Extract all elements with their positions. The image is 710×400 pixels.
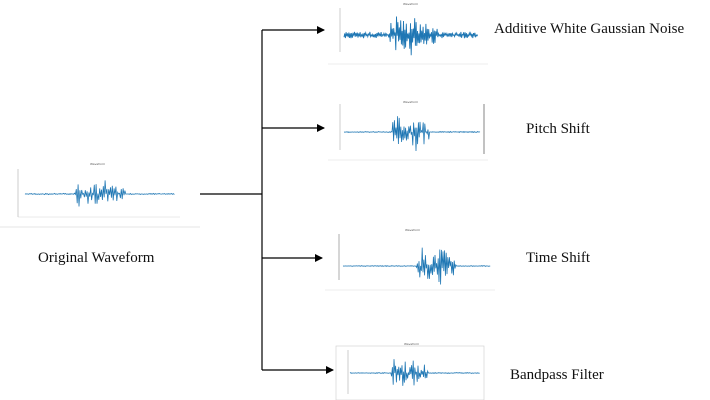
pitch-shift-label: Pitch Shift bbox=[526, 121, 590, 137]
time-plot-title: Waveform bbox=[405, 228, 420, 232]
original-waveform-line bbox=[24, 180, 175, 207]
awgn-plot-title: Waveform bbox=[403, 2, 418, 6]
awgn-waveform-line bbox=[343, 16, 479, 56]
awgn-waveform-plot: Waveform bbox=[328, 2, 488, 65]
bandpass-waveform-plot: Waveform bbox=[335, 342, 485, 400]
connector-lines bbox=[200, 26, 334, 374]
pitch-waveform-line bbox=[343, 116, 481, 152]
time-waveform-plot: Waveform bbox=[325, 228, 495, 291]
original-plot-title: Waveform bbox=[90, 162, 105, 166]
original-waveform-plot: Waveform bbox=[0, 162, 200, 228]
bandpass-plot-frame bbox=[335, 345, 485, 400]
pitch-plot-title: Waveform bbox=[403, 100, 418, 104]
bandpass-waveform-line bbox=[349, 359, 480, 386]
time-waveform-line bbox=[342, 247, 491, 285]
pitch-waveform-plot: Waveform bbox=[328, 100, 488, 161]
original-waveform-label: Original Waveform bbox=[38, 250, 155, 266]
bandpass-plot-title: Waveform bbox=[404, 342, 419, 346]
awgn-label: Additive White Gaussian Noise bbox=[494, 21, 685, 37]
bandpass-filter-label: Bandpass Filter bbox=[510, 367, 604, 383]
time-shift-label: Time Shift bbox=[526, 250, 591, 266]
